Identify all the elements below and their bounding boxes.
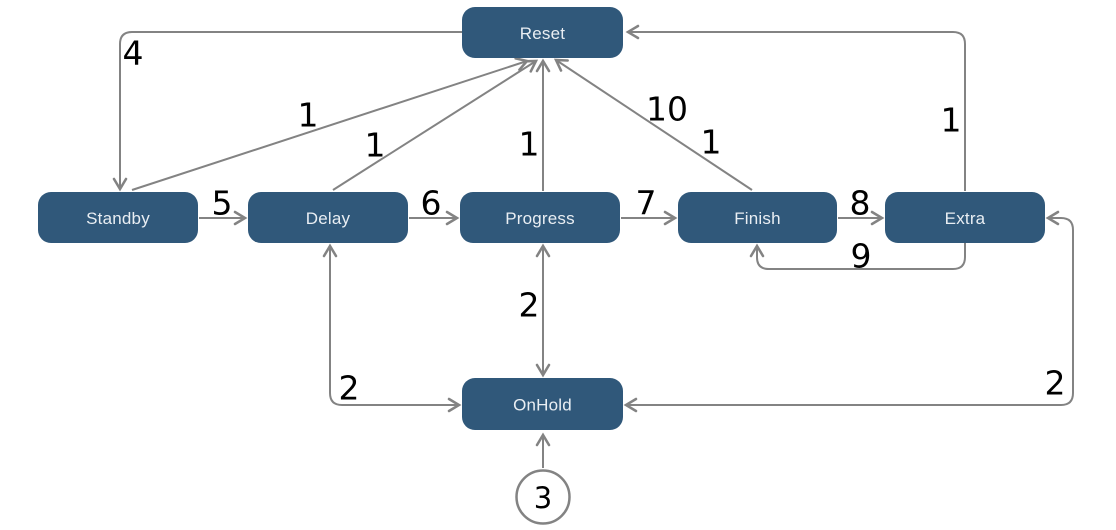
node-standby: [38, 192, 198, 243]
node-label-onhold: OnHold: [513, 396, 572, 415]
start-marker-layer: 3: [515, 469, 571, 525]
edge-label-delay-to-progress: 6: [421, 184, 442, 223]
edge-extra-to-reset: [625, 24, 966, 191]
node-label-delay: Delay: [306, 209, 351, 228]
edge-label-progress-to-finish: 7: [636, 184, 657, 223]
edge-label-finish-to-extra: 8: [850, 184, 871, 223]
node-delay: [248, 192, 408, 243]
node-extra: [885, 192, 1045, 243]
edge-label-extra-to-finish: 9: [851, 237, 872, 276]
edge-label-finish-to-reset-1: 1: [701, 123, 722, 162]
edge-label-progress-onhold: 2: [519, 286, 540, 325]
node-reset: [462, 7, 623, 58]
edge-finish-to-reset: [553, 58, 753, 191]
edge-label-delay-to-reset: 1: [365, 126, 386, 165]
edge-delay-onhold: [322, 243, 462, 413]
edge-label-progress-to-reset: 1: [519, 125, 540, 164]
node-progress: [460, 192, 620, 243]
edge-label-standby-to-reset: 1: [298, 96, 319, 135]
node-label-finish: Finish: [734, 209, 781, 228]
edge-label-delay-onhold: 2: [339, 369, 360, 408]
node-label-standby: Standby: [86, 209, 150, 228]
node-label-extra: Extra: [945, 209, 986, 228]
edge-label-standby-to-delay: 5: [212, 184, 233, 223]
edge-reset-to-standby: [112, 31, 462, 192]
edge-standby-to-reset: [131, 57, 530, 191]
start-state-label: 3: [534, 481, 552, 515]
node-label-progress: Progress: [505, 209, 575, 228]
edge-labels-layer: 4 1 1 1 10 1 1 5 6 7 8 9 2 2 2: [123, 34, 1066, 408]
edge-label-extra-onhold: 2: [1045, 364, 1066, 403]
node-onhold: [462, 378, 623, 430]
start-state-circle: [515, 469, 571, 525]
edge-delay-to-reset: [332, 59, 539, 191]
edge-label-finish-to-reset: 10: [646, 90, 688, 129]
node-finish: [678, 192, 837, 243]
edges-layer: [112, 24, 1074, 468]
node-label-reset: Reset: [520, 24, 565, 43]
edge-extra-onhold: [623, 210, 1074, 413]
edge-label-extra-to-reset: 1: [941, 101, 962, 140]
edge-label-reset-to-standby: 4: [123, 34, 144, 73]
